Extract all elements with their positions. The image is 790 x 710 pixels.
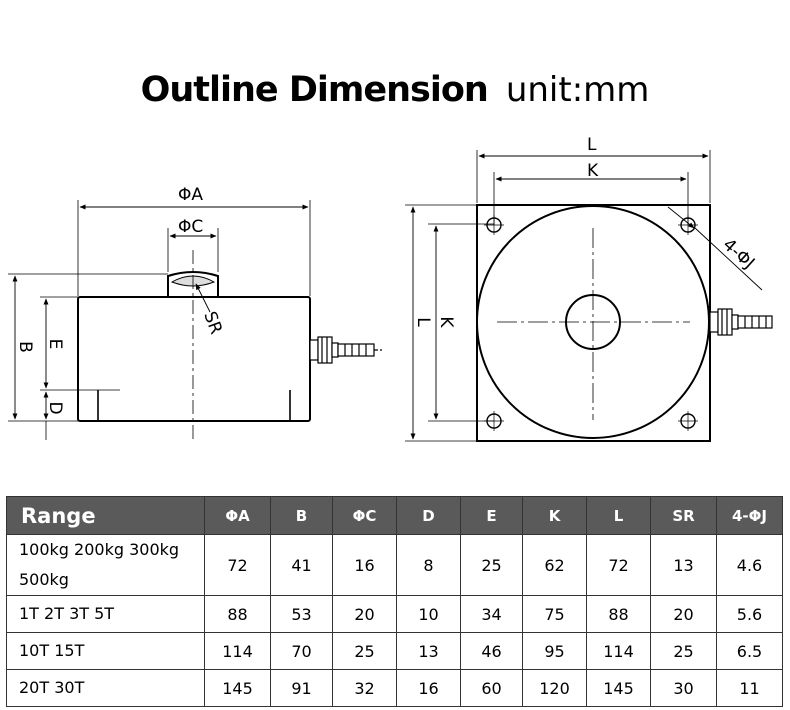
row-range-cell: 10T 15T	[6, 632, 205, 670]
cell-phiA: 72	[204, 534, 271, 596]
cell-K: 75	[522, 595, 587, 633]
title-main: Outline Dimension	[140, 70, 489, 110]
table-row: 10T 15T 114 70 25 13 46 95 114 25 6.5	[6, 632, 783, 670]
label-B: B	[15, 341, 35, 353]
table-row: 20T 30T 145 91 32 16 60 120 145 30 11	[6, 669, 783, 707]
specification-table: Range ΦA B ΦC D E K L SR 4-ΦJ 100kg 200k…	[6, 496, 783, 707]
mounting-holes	[484, 215, 698, 431]
side-view	[8, 200, 382, 440]
cell-D: 8	[396, 534, 461, 596]
cell-SR: 13	[650, 534, 717, 596]
cell-phiC: 16	[332, 534, 397, 596]
cell-B: 91	[270, 669, 333, 707]
row-range-cell: 100kg 200kg 300kg 500kg	[6, 534, 205, 596]
cell-E: 34	[460, 595, 523, 633]
row-range-cell: 20T 30T	[6, 669, 205, 707]
header-B: B	[270, 496, 333, 535]
cell-L: 145	[586, 669, 651, 707]
cell-D: 10	[396, 595, 461, 633]
label-SR: SR	[199, 309, 226, 337]
label-phiA: ΦA	[178, 185, 203, 205]
header-phiA: ΦA	[204, 496, 271, 535]
cell-phiA: 114	[204, 632, 271, 670]
title-unit: unit:mm	[505, 70, 650, 110]
cell-L: 72	[586, 534, 651, 596]
cable-connector-side	[309, 336, 382, 364]
cell-D: 13	[396, 632, 461, 670]
header-D: D	[396, 496, 461, 535]
cell-B: 70	[270, 632, 333, 670]
outline-drawing: ΦA ΦC B E D SR	[8, 135, 773, 442]
header-phiC: ΦC	[332, 496, 397, 535]
cable-connector-top	[709, 308, 773, 336]
cell-4phiJ: 6.5	[716, 632, 783, 670]
loading-button	[167, 271, 219, 297]
cell-B: 53	[270, 595, 333, 633]
table-header-row: Range ΦA B ΦC D E K L SR 4-ΦJ	[6, 496, 783, 535]
cell-phiA: 145	[204, 669, 271, 707]
header-4phiJ: 4-ΦJ	[716, 496, 783, 535]
row-range-cell: 1T 2T 3T 5T	[6, 595, 205, 633]
cell-E: 60	[460, 669, 523, 707]
cell-K: 120	[522, 669, 587, 707]
cell-B: 41	[270, 534, 333, 596]
label-D: D	[45, 401, 65, 414]
label-K-side: K	[436, 316, 456, 328]
header-SR: SR	[650, 496, 717, 535]
cell-L: 88	[586, 595, 651, 633]
cell-E: 25	[460, 534, 523, 596]
cell-phiC: 25	[332, 632, 397, 670]
cell-phiC: 32	[332, 669, 397, 707]
cell-4phiJ: 4.6	[716, 534, 783, 596]
cell-K: 62	[522, 534, 587, 596]
cell-phiC: 20	[332, 595, 397, 633]
side-view-labels: ΦA ΦC B E D SR	[15, 185, 226, 415]
label-K-top: K	[587, 161, 599, 181]
cell-SR: 20	[650, 595, 717, 633]
cell-D: 16	[396, 669, 461, 707]
label-L-top: L	[587, 135, 597, 155]
table-row: 1T 2T 3T 5T 88 53 20 10 34 75 88 20 5.6	[6, 595, 783, 633]
cell-K: 95	[522, 632, 587, 670]
load-cell-body	[77, 296, 311, 422]
header-L: L	[586, 496, 651, 535]
label-phiC: ΦC	[178, 217, 203, 237]
cell-phiA: 88	[204, 595, 271, 633]
page-title: Outline Dimension unit:mm	[0, 70, 790, 110]
cell-E: 46	[460, 632, 523, 670]
range-text: 500kg	[19, 570, 69, 589]
range-text: 100kg 200kg 300kg	[19, 540, 180, 559]
header-range: Range	[6, 496, 205, 535]
header-K: K	[522, 496, 587, 535]
cell-L: 114	[586, 632, 651, 670]
cell-SR: 30	[650, 669, 717, 707]
label-E: E	[45, 339, 65, 350]
label-L-side: L	[413, 317, 433, 327]
cell-SR: 25	[650, 632, 717, 670]
top-view	[405, 150, 773, 442]
header-E: E	[460, 496, 523, 535]
load-cell-outline	[476, 205, 710, 439]
label-holes: 4-ΦJ	[719, 235, 759, 274]
cell-4phiJ: 5.6	[716, 595, 783, 633]
cell-4phiJ: 11	[716, 669, 783, 707]
